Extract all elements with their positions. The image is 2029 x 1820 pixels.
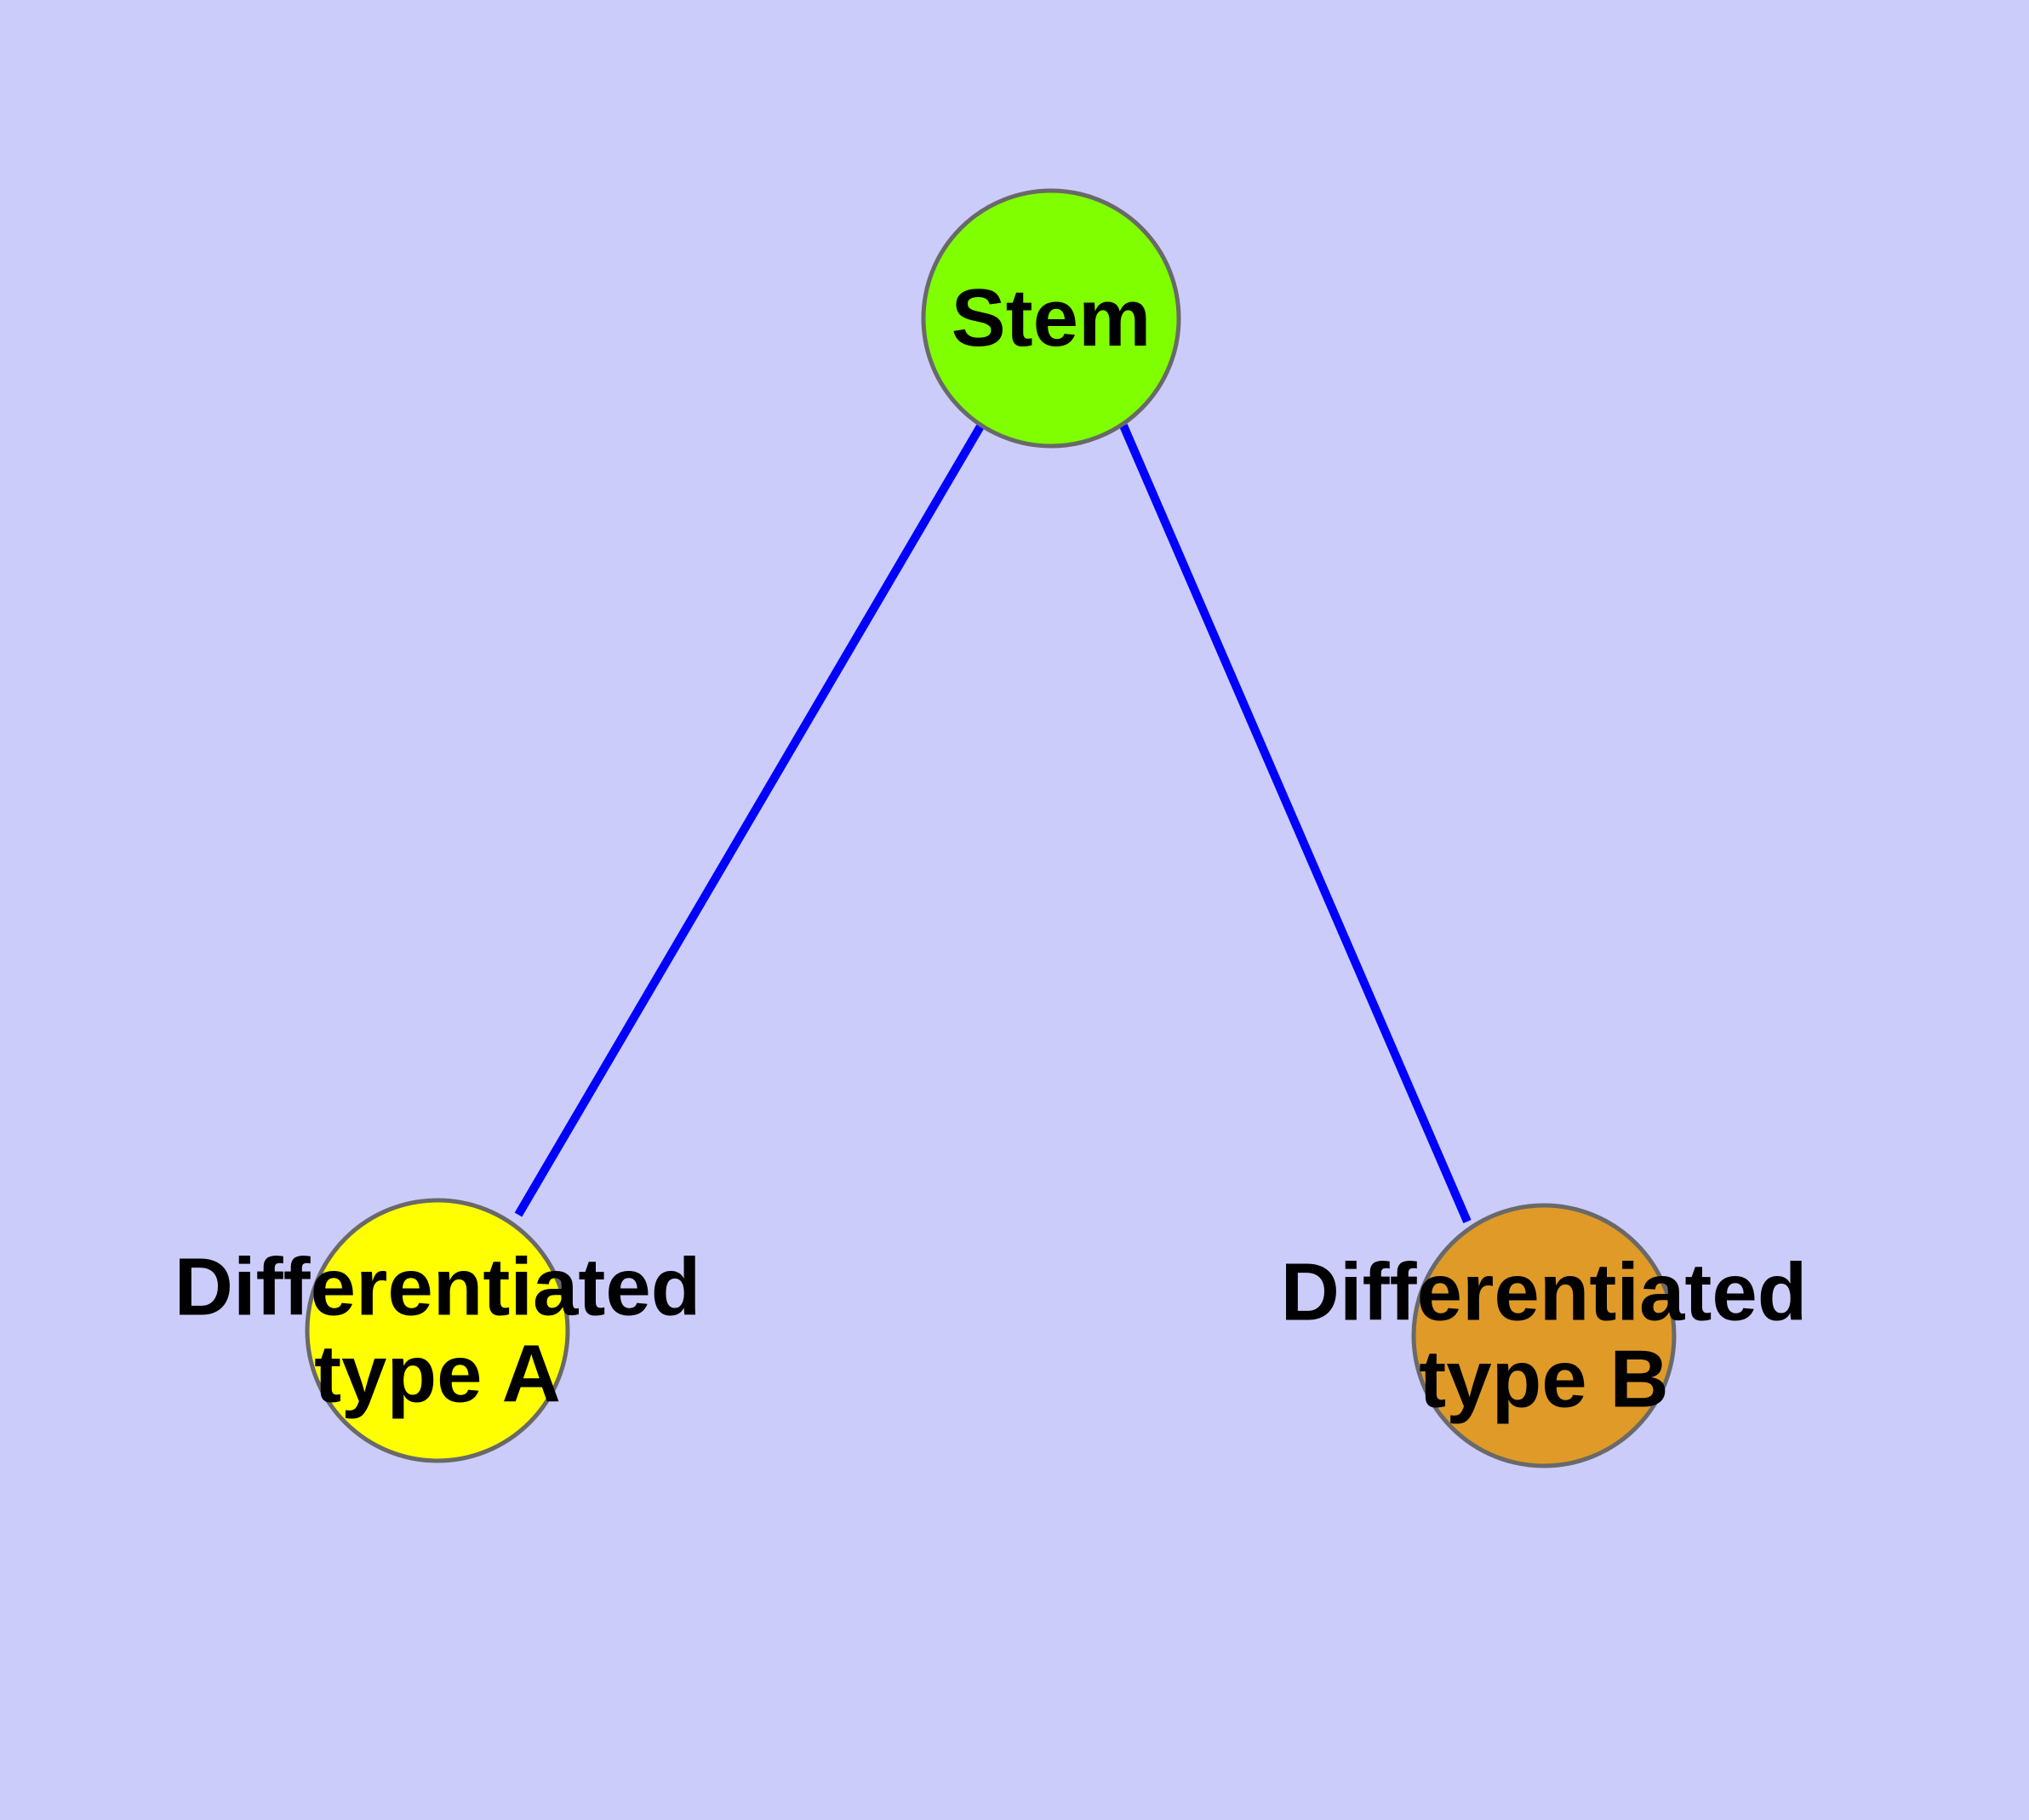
edges-group bbox=[514, 422, 1472, 1223]
node-diff-a[interactable] bbox=[305, 1198, 570, 1463]
node-diff-b[interactable] bbox=[1411, 1203, 1677, 1468]
nodes-group bbox=[305, 188, 1677, 1468]
edge-stem-to-diff-a[interactable] bbox=[514, 422, 986, 1217]
node-stem[interactable] bbox=[921, 188, 1181, 449]
edge-stem-to-diff-b[interactable] bbox=[1119, 424, 1472, 1223]
